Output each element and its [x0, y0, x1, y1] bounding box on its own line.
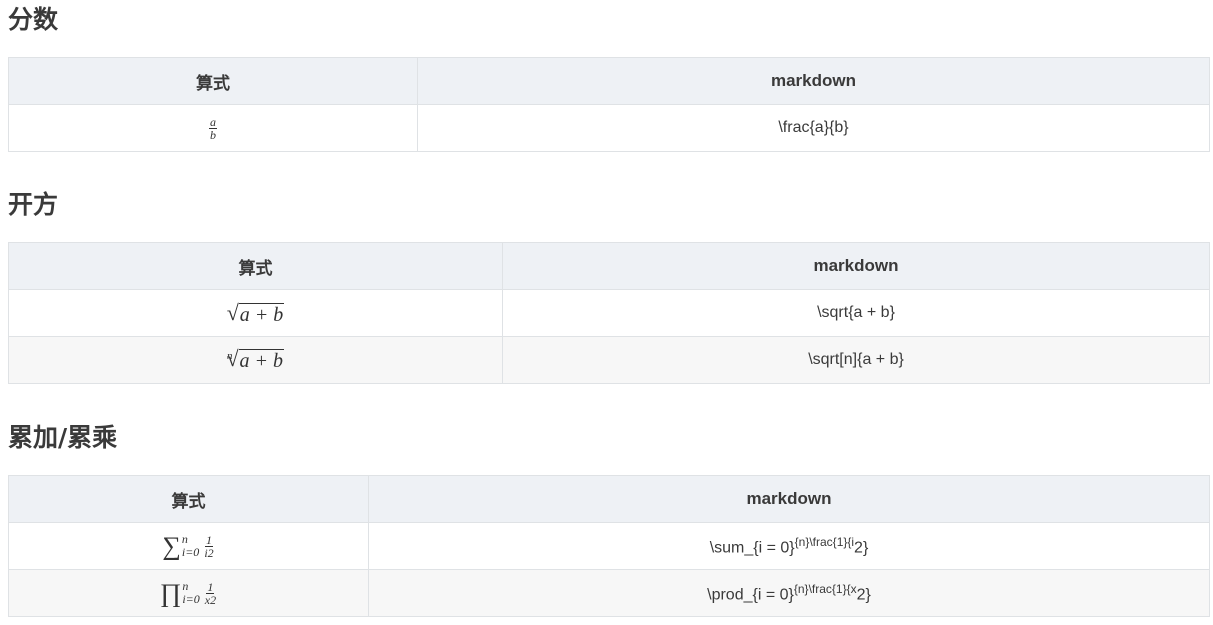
- radicand: a + b: [238, 349, 285, 372]
- markdown-cell: \prod_{i = 0}{n}\frac{1}{x2}: [368, 569, 1210, 617]
- lower-limit: i=0: [182, 592, 200, 606]
- radical-sign-icon: √: [226, 300, 239, 325]
- markdown-cell: \sqrt{a + b}: [502, 289, 1210, 337]
- product-fraction: 1 x2: [204, 581, 217, 606]
- table-header-row: 算式 markdown: [8, 242, 1210, 290]
- product-operator-icon: ∏: [159, 578, 182, 607]
- table-row: a b \frac{a}{b}: [8, 104, 1210, 152]
- radicand: a + b: [238, 303, 285, 326]
- table-header-row: 算式 markdown: [8, 57, 1210, 105]
- header-markdown: markdown: [368, 475, 1210, 523]
- fraction-denominator: i2: [204, 545, 214, 560]
- fraction-numerator: 1: [206, 579, 215, 594]
- fraction-denominator: b: [210, 127, 216, 142]
- sum-fraction: 1 i2: [203, 534, 214, 559]
- formula-cell: a b: [8, 104, 418, 152]
- section-title-fraction: 分数: [8, 5, 59, 34]
- root-index: n: [226, 350, 233, 362]
- table-header-row: 算式 markdown: [8, 475, 1210, 523]
- fraction-table: 算式 markdown a b \frac{a}{b}: [8, 57, 1210, 152]
- formula-cell: n√a + b: [8, 336, 503, 384]
- table-row: √a + b \sqrt{a + b}: [8, 289, 1210, 337]
- markdown-base: \prod_{i = 0}: [707, 586, 794, 604]
- fraction-formula: a b: [209, 116, 217, 141]
- table-row: n√a + b \sqrt[n]{a + b}: [8, 336, 1210, 384]
- markdown-superscript: {n}\frac{1}{x: [793, 581, 857, 596]
- header-formula: 算式: [8, 242, 503, 290]
- markdown-cell: \sqrt[n]{a + b}: [502, 336, 1210, 384]
- upper-limit: n: [182, 579, 189, 593]
- radical-sign-icon: √: [226, 346, 239, 371]
- fraction-numerator: 1: [204, 532, 213, 547]
- markdown-cell: \frac{a}{b}: [417, 104, 1210, 152]
- fraction-denominator: x2: [204, 592, 217, 607]
- lower-limit: i=0: [181, 545, 200, 559]
- root-table: 算式 markdown √a + b \sqrt{a + b} n√a + b: [8, 242, 1210, 384]
- markdown-tail: 2}: [854, 539, 869, 557]
- header-markdown: markdown: [502, 242, 1210, 290]
- header-formula: 算式: [8, 475, 369, 523]
- markdown-cell: \sum_{i = 0}{n}\frac{1}{i2}: [368, 522, 1210, 570]
- formula-cell: √a + b: [8, 289, 503, 337]
- header-markdown: markdown: [417, 57, 1210, 105]
- section-title-sum-product: 累加/累乘: [8, 423, 118, 452]
- header-formula: 算式: [8, 57, 418, 105]
- markdown-base: \sum_{i = 0}: [709, 539, 795, 557]
- section-title-root: 开方: [8, 190, 59, 219]
- fraction-numerator: a: [209, 114, 217, 129]
- sum-operator-icon: ∑: [162, 531, 181, 560]
- upper-limit: n: [181, 532, 188, 546]
- markdown-tail: 2}: [856, 586, 871, 604]
- nth-root-formula: n√a + b: [226, 346, 285, 372]
- sqrt-formula: √a + b: [227, 300, 285, 326]
- markdown-superscript: {n}\frac{1}{i: [794, 534, 855, 549]
